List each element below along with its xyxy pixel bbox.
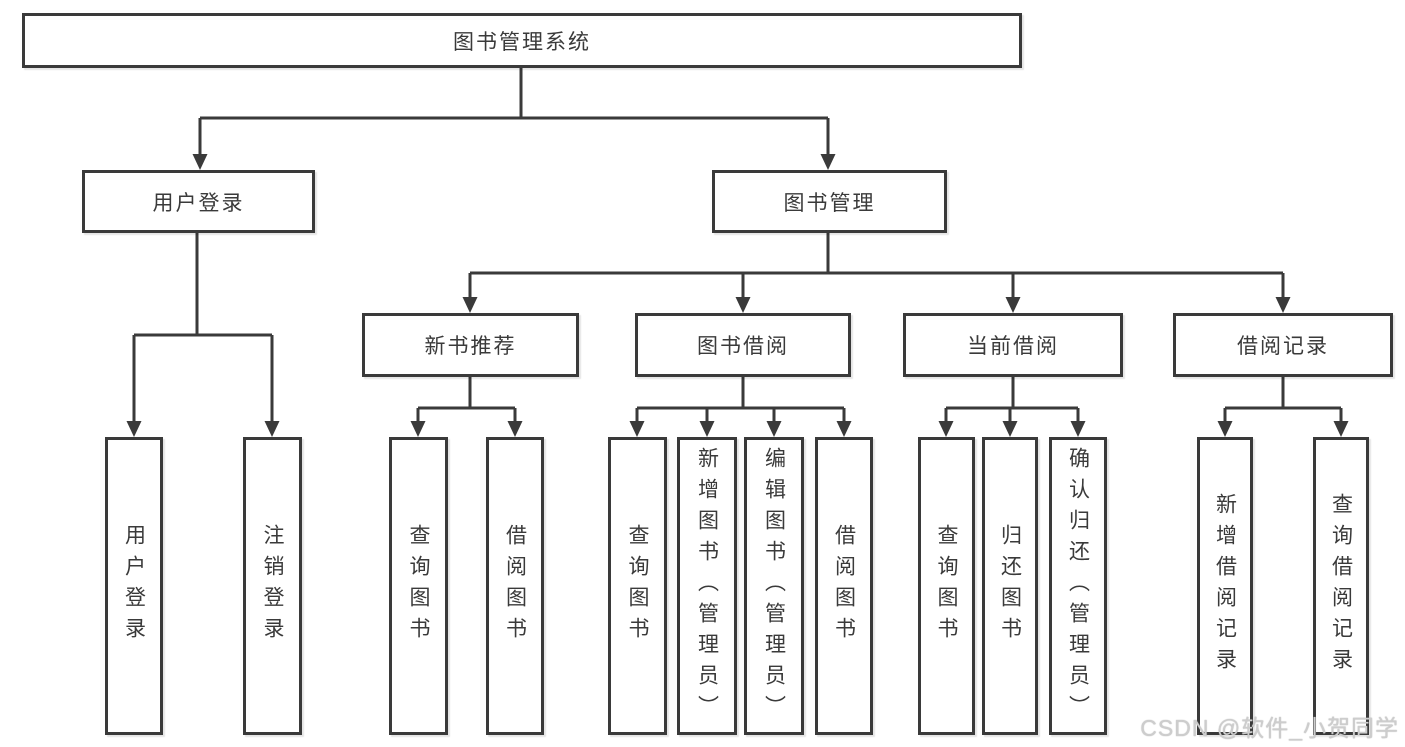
node-label: 新增借阅记录 (1213, 493, 1237, 679)
leaf-return-books: 归还图书 (982, 437, 1038, 735)
node-label: 借阅记录 (1237, 335, 1329, 358)
leaf-borrow-books: 借阅图书 (486, 437, 544, 735)
node-user-login: 用户登录 (82, 170, 315, 233)
node-label: 借阅图书 (832, 524, 856, 648)
leaf-user-login: 用户登录 (105, 437, 163, 735)
node-borrowing-records: 借阅记录 (1173, 313, 1393, 377)
node-label: 新增图书（管理员） (695, 446, 719, 726)
leaf-add-borrow-record: 新增借阅记录 (1197, 437, 1253, 735)
node-label: 图书管理系统 (453, 30, 591, 54)
node-label: 借阅图书 (503, 524, 527, 648)
node-label: 归还图书 (998, 524, 1022, 648)
node-label: 查询图书 (626, 524, 649, 648)
node-label: 查询图书 (407, 524, 430, 648)
node-new-book-recommendation: 新书推荐 (362, 313, 579, 377)
watermark: CSDN @软件_小贺同学 (1140, 715, 1399, 741)
arrowheads (126, 154, 1349, 437)
leaf-logout: 注销登录 (243, 437, 302, 735)
node-current-borrowing: 当前借阅 (903, 313, 1123, 377)
leaf-query-borrow-record: 查询借阅记录 (1313, 437, 1369, 735)
leaf-borrow-books: 借阅图书 (815, 437, 873, 735)
node-label: 注销登录 (261, 524, 284, 648)
node-label: 查询借阅记录 (1329, 493, 1353, 679)
leaf-query-books: 查询图书 (608, 437, 667, 735)
node-label: 查询图书 (935, 524, 958, 648)
leaf-edit-book-admin: 编辑图书（管理员） (744, 437, 804, 735)
node-label: 图书借阅 (697, 335, 789, 358)
leaf-query-books: 查询图书 (918, 437, 975, 735)
node-label: 用户登录 (122, 524, 146, 648)
node-root: 图书管理系统 (22, 13, 1022, 68)
leaf-confirm-return-admin: 确认归还（管理员） (1049, 437, 1107, 735)
node-label: 图书管理 (783, 191, 876, 215)
node-label: 编辑图书（管理员） (762, 446, 786, 726)
node-label: 新书推荐 (424, 335, 517, 358)
leaf-query-books: 查询图书 (389, 437, 448, 735)
node-book-management: 图书管理 (712, 170, 947, 233)
node-label: 当前借阅 (967, 335, 1059, 358)
leaf-add-book-admin: 新增图书（管理员） (677, 437, 737, 735)
node-label: 确认归还（管理员） (1066, 446, 1090, 726)
node-book-borrowing: 图书借阅 (635, 313, 851, 377)
node-label: 用户登录 (152, 191, 245, 215)
